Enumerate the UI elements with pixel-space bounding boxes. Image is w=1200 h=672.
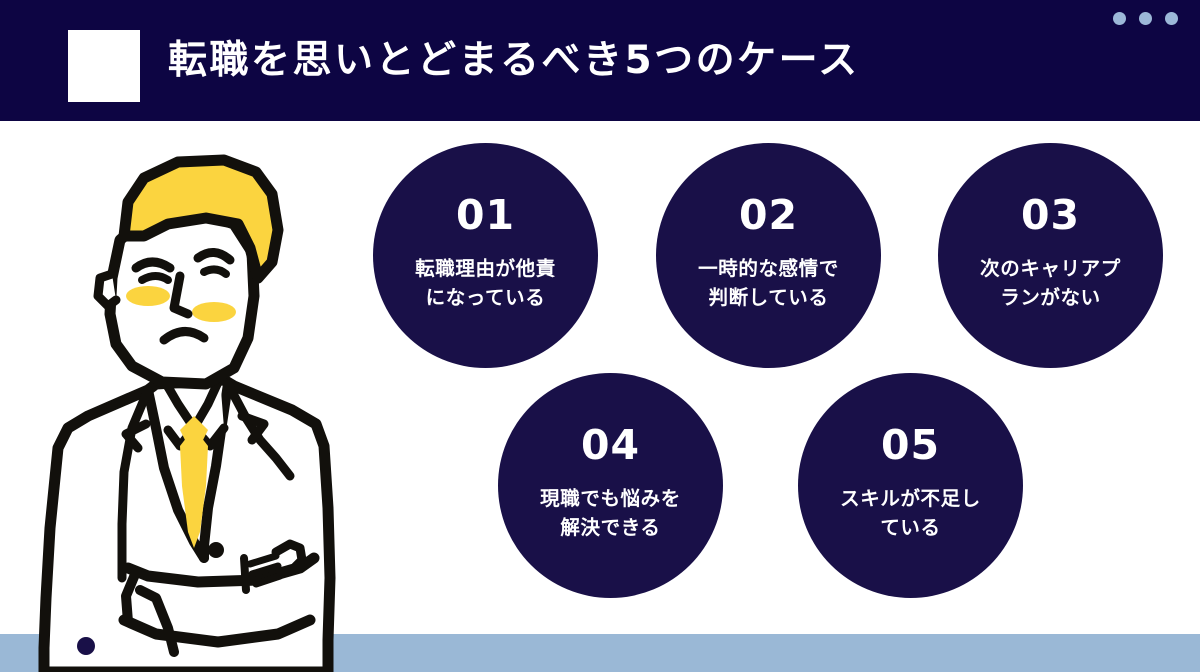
- case-circle-04[interactable]: 04 現職でも悩みを 解決できる: [498, 373, 723, 598]
- case-label-05-line2: ている: [880, 515, 941, 539]
- illustration-head: [93, 154, 284, 391]
- case-label-05: スキルが不足し ている: [840, 485, 981, 542]
- case-label-01-line2: になっている: [425, 285, 546, 309]
- case-number-02: 02: [738, 191, 799, 240]
- header-accent-square: [68, 30, 140, 102]
- dot-icon-3: [1165, 12, 1178, 25]
- case-number-03: 03: [1020, 191, 1081, 240]
- dot-icon-1: [1113, 12, 1126, 25]
- case-number-05: 05: [880, 421, 941, 470]
- dot-icon-2: [1139, 12, 1152, 25]
- case-number-01: 01: [455, 191, 516, 240]
- case-label-04-line2: 解決できる: [560, 515, 661, 539]
- case-label-01: 転職理由が他責 になっている: [415, 255, 556, 312]
- header-bar: 転職を思いとどまるべき5つのケース: [0, 0, 1200, 121]
- case-label-03-line2: ランがない: [1000, 285, 1101, 309]
- case-number-04: 04: [580, 421, 641, 470]
- case-label-02-line2: 判断している: [708, 285, 829, 309]
- case-label-03-line1: 次のキャリアプ: [980, 257, 1121, 281]
- case-circle-05[interactable]: 05 スキルが不足し ている: [798, 373, 1023, 598]
- case-label-04: 現職でも悩みを 解決できる: [540, 485, 681, 542]
- case-label-03: 次のキャリアプ ランがない: [980, 255, 1121, 312]
- illustration-body: [38, 373, 336, 672]
- case-label-01-line1: 転職理由が他責: [415, 257, 556, 281]
- case-label-02-line1: 一時的な感情で: [698, 257, 839, 281]
- case-circle-01[interactable]: 01 転職理由が他責 になっている: [373, 143, 598, 368]
- page-title: 転職を思いとどまるべき5つのケース: [168, 38, 860, 83]
- case-label-04-line1: 現職でも悩みを: [540, 487, 681, 511]
- case-label-05-line1: スキルが不足し: [840, 487, 981, 511]
- worried-businessman-illustration: [28, 128, 368, 672]
- case-circle-03[interactable]: 03 次のキャリアプ ランがない: [938, 143, 1163, 368]
- case-circle-02[interactable]: 02 一時的な感情で 判断している: [656, 143, 881, 368]
- case-label-02: 一時的な感情で 判断している: [698, 255, 839, 312]
- header-dots-group: [1113, 12, 1178, 25]
